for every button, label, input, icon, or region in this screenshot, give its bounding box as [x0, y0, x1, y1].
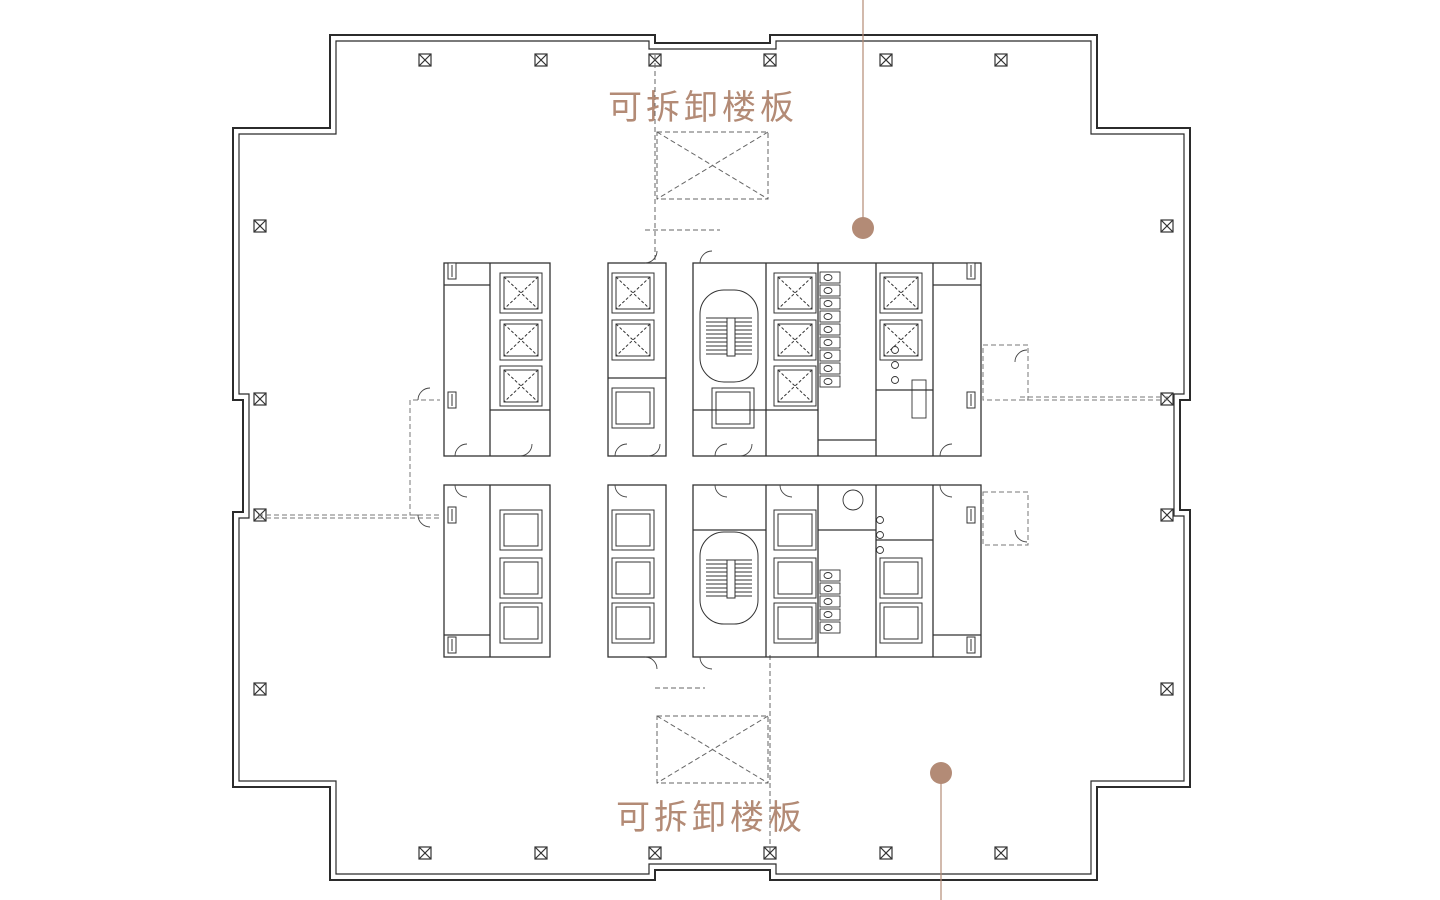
callout-top	[852, 0, 874, 239]
toilet-icon	[819, 608, 841, 621]
column-marker-icon	[966, 506, 976, 524]
elevator-cross-icon	[611, 319, 655, 361]
toilet-icon	[819, 595, 841, 608]
toilet-icon	[819, 582, 841, 595]
toilet-icon	[819, 375, 841, 388]
column-marker-icon	[1160, 392, 1174, 406]
toilet-icon	[891, 361, 899, 369]
elevator-cross-icon	[773, 272, 817, 314]
elevator-cross-icon	[773, 509, 817, 551]
toilet-icon	[819, 297, 841, 310]
elevator-cross-icon	[611, 272, 655, 314]
elevator-cross-icon	[611, 509, 655, 551]
column-marker-icon	[879, 846, 893, 860]
elevator-cross-icon	[611, 602, 655, 644]
top-slab-label: 可拆卸楼板	[608, 88, 798, 128]
toilet-icon	[819, 284, 841, 297]
column-marker-icon	[966, 262, 976, 280]
toilet-icon	[819, 569, 841, 582]
removable-slab-bottom	[655, 655, 771, 855]
toilet-icon	[819, 336, 841, 349]
elevator-cross-icon	[773, 557, 817, 599]
elevator-cross-icon	[879, 319, 923, 361]
elevator-cross-icon	[611, 557, 655, 599]
toilet-icon	[819, 621, 841, 634]
column-marker-icon	[763, 53, 777, 67]
callout-bottom	[930, 762, 952, 900]
callout-dot-icon	[852, 217, 874, 239]
elevator-cross-icon	[499, 602, 543, 644]
column-marker-icon	[966, 636, 976, 654]
column-marker-icon	[994, 53, 1008, 67]
building-outline	[232, 34, 1191, 881]
callout-dot-icon	[930, 762, 952, 784]
elevator-cross-icon	[611, 387, 655, 429]
column-marker-icon	[994, 846, 1008, 860]
toilet-icon	[876, 531, 884, 539]
column-marker-icon	[447, 391, 457, 409]
toilet-icon	[911, 379, 927, 419]
toilet-icon	[842, 489, 864, 511]
elevator-cross-icon	[711, 387, 755, 429]
door-swings	[417, 250, 1028, 670]
column-marker-icon	[879, 53, 893, 67]
column-marker-icon	[418, 846, 432, 860]
column-marker-icon	[447, 506, 457, 524]
toilet-icon	[891, 376, 899, 384]
column-marker-icon	[253, 392, 267, 406]
elevator-cross-icon	[499, 557, 543, 599]
column-marker-icon	[534, 846, 548, 860]
elevator-cross-icon	[499, 365, 543, 407]
elevator-cross-icon	[773, 602, 817, 644]
elevators	[499, 272, 923, 644]
column-marker-icon	[418, 53, 432, 67]
stair-bottom	[699, 531, 759, 625]
column-marker-icon	[1160, 219, 1174, 233]
toilet-icon	[891, 346, 899, 354]
core	[443, 262, 982, 658]
column-marker-icon	[447, 262, 457, 280]
column-marker-icon	[534, 53, 548, 67]
elevator-cross-icon	[773, 365, 817, 407]
column-marker-icon	[253, 219, 267, 233]
elevator-cross-icon	[879, 272, 923, 314]
bottom-slab-label: 可拆卸楼板	[616, 798, 806, 838]
column-marker-icon	[447, 636, 457, 654]
removable-slab-top	[645, 55, 769, 262]
column-marker-icon	[1160, 508, 1174, 522]
elevator-cross-icon	[499, 272, 543, 314]
column-marker-icon	[1160, 682, 1174, 696]
column-marker-icon	[966, 391, 976, 409]
toilet-icon	[876, 516, 884, 524]
column-marker-icon	[648, 846, 662, 860]
toilet-icon	[819, 271, 841, 284]
toilet-icon	[819, 323, 841, 336]
elevator-cross-icon	[879, 557, 923, 599]
core-columns	[447, 262, 976, 654]
toilet-stalls	[819, 271, 927, 634]
toilet-icon	[819, 310, 841, 323]
column-marker-icon	[253, 682, 267, 696]
toilet-icon	[819, 349, 841, 362]
toilet-icon	[819, 362, 841, 375]
elevator-cross-icon	[773, 319, 817, 361]
toilet-icon	[876, 546, 884, 554]
elevator-cross-icon	[499, 509, 543, 551]
columns	[253, 53, 1174, 860]
stair-top	[699, 289, 759, 383]
elevator-cross-icon	[879, 602, 923, 644]
elevator-cross-icon	[499, 319, 543, 361]
dashed-links	[258, 344, 1168, 546]
